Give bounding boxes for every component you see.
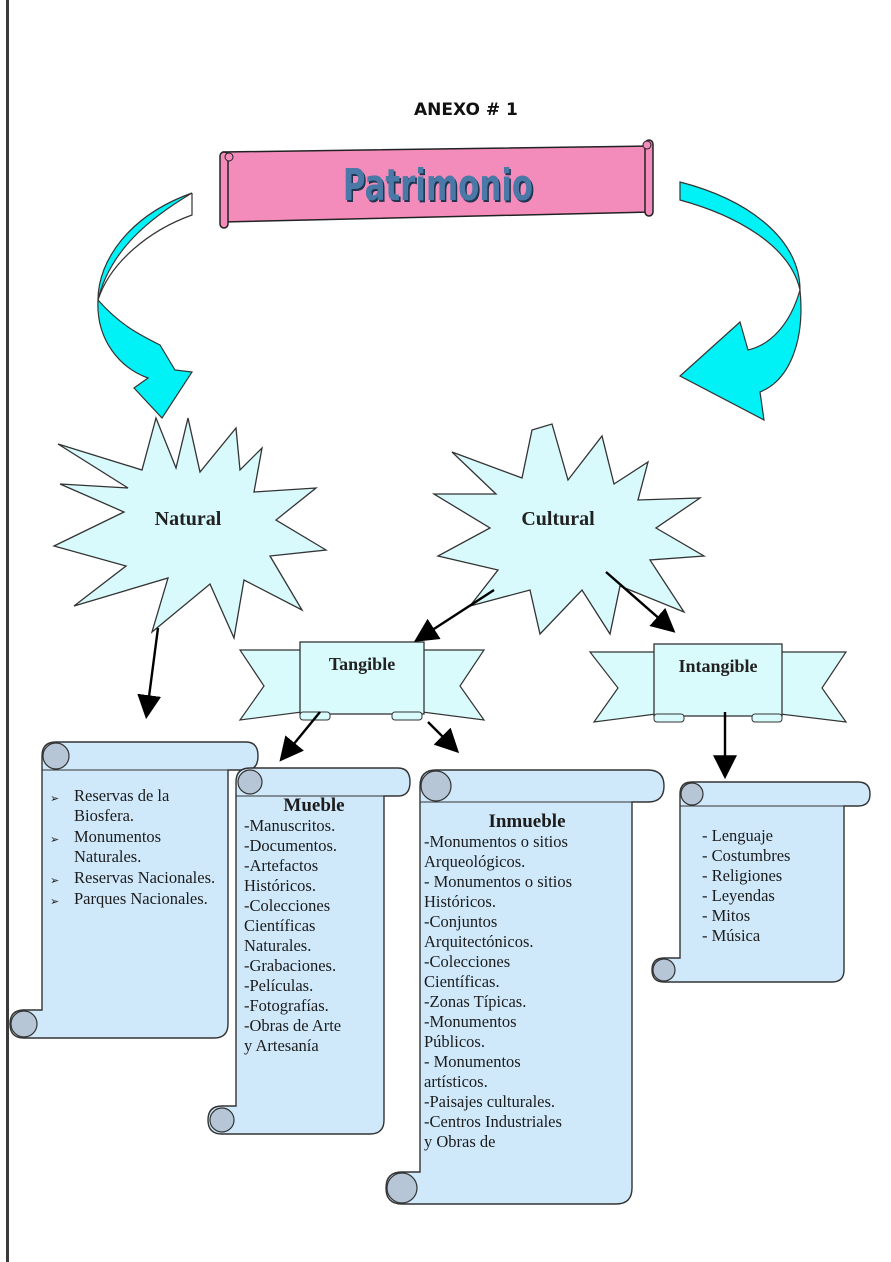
list-item: -Colecciones [424, 952, 511, 971]
right-curved-arrow [678, 181, 802, 422]
list-item: - Música [702, 926, 761, 945]
list-item: Arqueológicos. [424, 852, 526, 871]
natural-label: Natural [154, 508, 222, 530]
inmueble-heading: Inmueble [488, 812, 566, 832]
list-item: ➢Reservas de la Biosfera. [50, 786, 170, 825]
inmueble-box: Inmueble -Monumentos o sitios Arqueológi… [424, 812, 630, 1162]
arrow-bullet-icon: ➢ [50, 792, 60, 805]
list-item: -Obras de Arte [244, 1016, 342, 1035]
list-item: ➢Monumentos Naturales. [50, 827, 162, 866]
arrow-bullet-icon: ➢ [50, 874, 60, 887]
natural-star [52, 415, 328, 641]
list-item: -Fotografías. [244, 996, 329, 1015]
intangible-label: Intangible [678, 656, 758, 676]
list-item: ➢Reservas Nacionales. [48, 868, 224, 888]
list-item: Científicas [244, 916, 316, 935]
list-item: - Lenguaje [702, 826, 774, 845]
list-item: - Monumentos o sitios [424, 872, 573, 891]
page-edge-line [6, 0, 9, 1262]
cultural-star [431, 423, 707, 636]
scroll-natural [9, 741, 259, 1039]
scroll-intangible [651, 781, 871, 983]
list-item: -Centros Industriales [424, 1112, 562, 1131]
list-item: - Mitos [702, 906, 751, 925]
list-item: - Religiones [702, 866, 783, 885]
natural-list: ➢Reservas de la Biosfera. ➢Monumentos Na… [48, 786, 224, 910]
intangible-ribbon [588, 643, 848, 723]
connector-arrows [137, 571, 737, 780]
arrow-bullet-icon: ➢ [50, 833, 60, 846]
tangible-label: Tangible [328, 654, 396, 674]
list-item: artísticos. [424, 1072, 488, 1091]
list-item: - Costumbres [702, 846, 791, 865]
list-item: Científicas. [424, 972, 500, 991]
list-item: Naturales. [244, 936, 312, 955]
list-item: -Películas. [244, 976, 314, 995]
mueble-box: Mueble -Manuscritos. -Documentos. -Artef… [244, 796, 384, 1056]
list-item: Públicos. [424, 1032, 485, 1051]
list-item: y Artesanía [244, 1036, 319, 1055]
list-item: y Obras de [424, 1132, 496, 1151]
left-curved-arrow [97, 192, 194, 419]
list-item: -Monumentos o sitios [424, 832, 568, 851]
list-item: Históricos. [424, 892, 496, 911]
list-item: -Colecciones [244, 896, 331, 915]
list-item: -Grabaciones. [244, 956, 337, 975]
list-item: -Monumentos [424, 1012, 517, 1031]
list-item: -Zonas Típicas. [424, 992, 527, 1011]
list-item: - Monumentos [424, 1052, 521, 1071]
list-item: -Conjuntos [424, 912, 498, 931]
page-title: Patrimonio [342, 159, 534, 211]
cultural-label: Cultural [521, 508, 595, 530]
list-item: -Documentos. [244, 836, 338, 855]
mueble-heading: Mueble [283, 795, 345, 816]
arrow-bullet-icon: ➢ [50, 895, 60, 908]
annex-label: ANEXO # 1 [414, 100, 518, 120]
list-item: - Leyendas [702, 886, 775, 905]
list-item: ➢Parques Nacionales. [48, 889, 224, 909]
list-item: -Artefactos [244, 856, 319, 875]
title-banner [219, 139, 654, 229]
scroll-mueble [207, 767, 411, 1135]
tangible-ribbon [238, 641, 486, 721]
list-item: -Paisajes culturales. [424, 1092, 556, 1111]
intangible-list: - Lenguaje - Costumbres - Religiones - L… [702, 826, 842, 946]
scroll-inmueble [385, 769, 665, 1205]
list-item: Arquitectónicos. [424, 932, 534, 951]
list-item: Históricos. [244, 876, 316, 895]
list-item: -Manuscritos. [244, 816, 336, 835]
